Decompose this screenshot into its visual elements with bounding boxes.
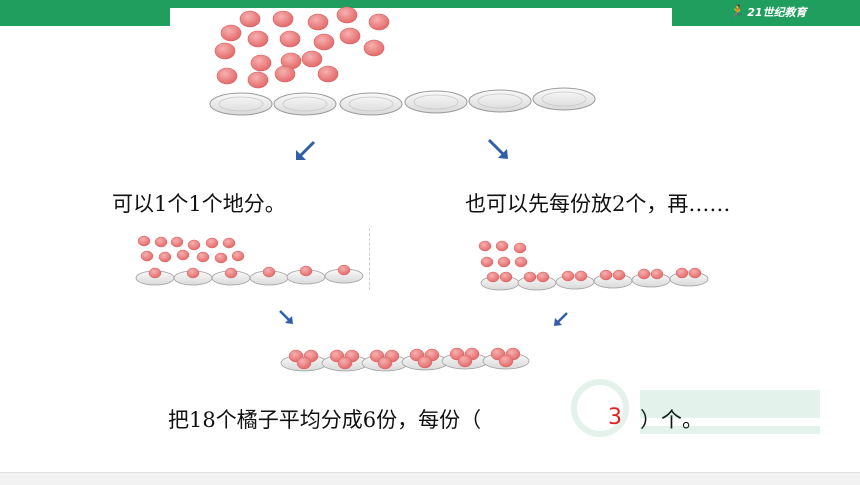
left-remaining-oranges — [137, 235, 245, 264]
bottom-strip — [0, 472, 860, 485]
logo-text: 21世纪教育 — [747, 6, 807, 19]
orange — [216, 67, 238, 85]
orange — [247, 30, 269, 48]
top-plates-group — [209, 87, 596, 116]
arrow-down-right-icon — [487, 138, 508, 159]
orange — [363, 39, 385, 57]
left-plates — [135, 264, 364, 286]
question-prefix: 把18个橘子平均分成6份，每份（ — [168, 408, 482, 432]
orange — [272, 10, 294, 28]
answer-value: 3 — [608, 405, 622, 430]
plate — [339, 92, 403, 116]
plate — [273, 92, 337, 116]
result-plates — [280, 347, 530, 372]
orange — [274, 65, 296, 83]
orange — [368, 13, 390, 31]
orange — [339, 27, 361, 45]
caption-right: 也可以先每份放2个，再…… — [465, 192, 731, 216]
orange — [279, 30, 301, 48]
orange — [220, 24, 242, 42]
banner-white-strip — [170, 8, 672, 26]
orange — [317, 65, 339, 83]
plate — [209, 92, 273, 116]
plate — [532, 87, 596, 111]
right-plates — [480, 267, 709, 291]
top-oranges-group — [214, 6, 390, 89]
arrow-down-left-icon — [296, 140, 316, 160]
top-banner: 🏃 21世纪教育 — [0, 0, 860, 26]
orange — [313, 33, 335, 51]
brand-logo: 🏃 21世纪教育 — [728, 4, 807, 20]
plate — [468, 89, 532, 113]
arrow-down-left-icon — [554, 312, 568, 326]
orange — [214, 42, 236, 60]
runner-icon: 🏃 — [728, 4, 745, 20]
orange — [307, 13, 329, 31]
arrow-down-right-icon — [279, 310, 293, 324]
right-remaining-oranges — [478, 240, 528, 268]
panel-divider — [369, 228, 370, 290]
caption-left: 可以1个1个地分。 — [112, 192, 286, 216]
orange — [336, 6, 358, 24]
orange — [247, 71, 269, 89]
orange — [239, 10, 261, 28]
question-suffix: ）个。 — [640, 408, 703, 432]
watermark-logo-icon — [571, 379, 820, 437]
orange — [301, 50, 323, 68]
orange — [250, 54, 272, 72]
plate — [404, 90, 468, 114]
